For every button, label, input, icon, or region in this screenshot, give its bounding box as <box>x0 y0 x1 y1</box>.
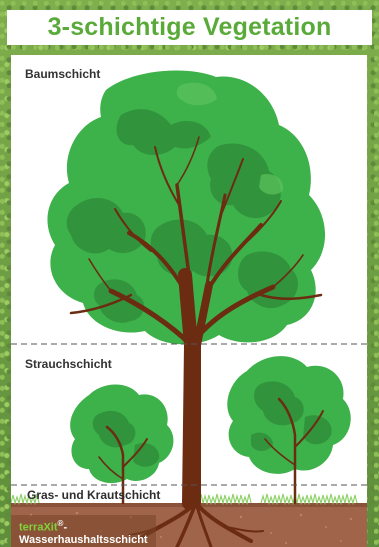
water-layer-text: Wasserhaushaltsschicht <box>19 534 148 546</box>
label-gras-krautschicht: Gras- und Krautschicht <box>27 488 160 502</box>
label-wasserhaushaltsschicht: terraXit®- Wasserhaushaltsschicht <box>11 515 156 547</box>
label-baumschicht: Baumschicht <box>25 67 100 81</box>
page-title: 3-schichtige Vegetation <box>48 13 332 42</box>
vegetation-illustration <box>11 55 367 547</box>
brand-dash: - <box>63 522 67 534</box>
title-bar: 3-schichtige Vegetation <box>7 10 372 45</box>
diagram-panel: Baumschicht Strauchschicht Gras- und Kra… <box>11 55 367 547</box>
shrub-illustration-right <box>227 356 350 503</box>
brand-terraxit: terraXit <box>19 522 58 534</box>
label-strauchschicht: Strauchschicht <box>25 357 112 371</box>
